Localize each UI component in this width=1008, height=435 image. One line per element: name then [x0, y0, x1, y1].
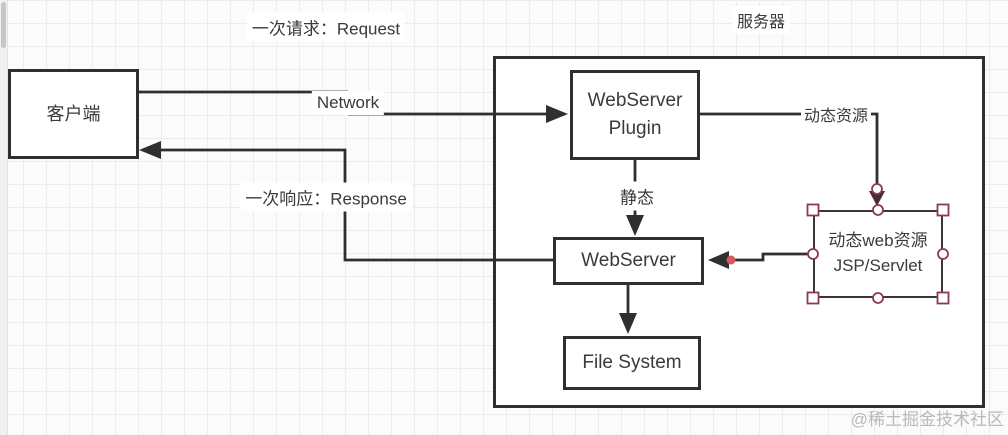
node-webserver[interactable]: WebServer — [553, 237, 704, 285]
node-client[interactable]: 客户端 — [8, 69, 139, 159]
server-title-annotation[interactable]: 服务器 — [731, 6, 791, 34]
node-file-system-label: File System — [582, 352, 682, 374]
dynamic-resource-edge-label[interactable]: 动态资源 — [800, 100, 872, 128]
node-client-label: 客户端 — [46, 103, 101, 124]
vertical-scrollbar-track[interactable] — [0, 0, 8, 435]
node-file-system[interactable]: File System — [563, 336, 701, 390]
vertical-scrollbar-thumb[interactable] — [1, 2, 6, 48]
node-dynamic-web-resource[interactable]: 动态web资源 JSP/Servlet — [813, 210, 943, 298]
network-edge-label[interactable]: Network — [311, 91, 385, 115]
node-webserver-plugin-label-line2: Plugin — [608, 118, 662, 139]
node-webserver-plugin-label-line1: WebServer — [587, 90, 683, 112]
node-webserver-plugin[interactable]: WebServer Plugin — [570, 70, 700, 160]
node-webserver-label: WebServer — [581, 250, 676, 272]
node-dynamic-web-resource-label-line2: JSP/Servlet — [833, 256, 923, 275]
response-annotation[interactable]: 一次响应：Response — [240, 182, 412, 212]
site-watermark: @稀土掘金技术社区 — [850, 410, 1004, 429]
request-annotation[interactable]: 一次请求：Request — [246, 12, 406, 42]
static-edge-label[interactable]: 静态 — [615, 181, 659, 211]
response-arrowhead-icon — [139, 141, 161, 159]
node-dynamic-web-resource-label-line1: 动态web资源 — [828, 231, 928, 251]
